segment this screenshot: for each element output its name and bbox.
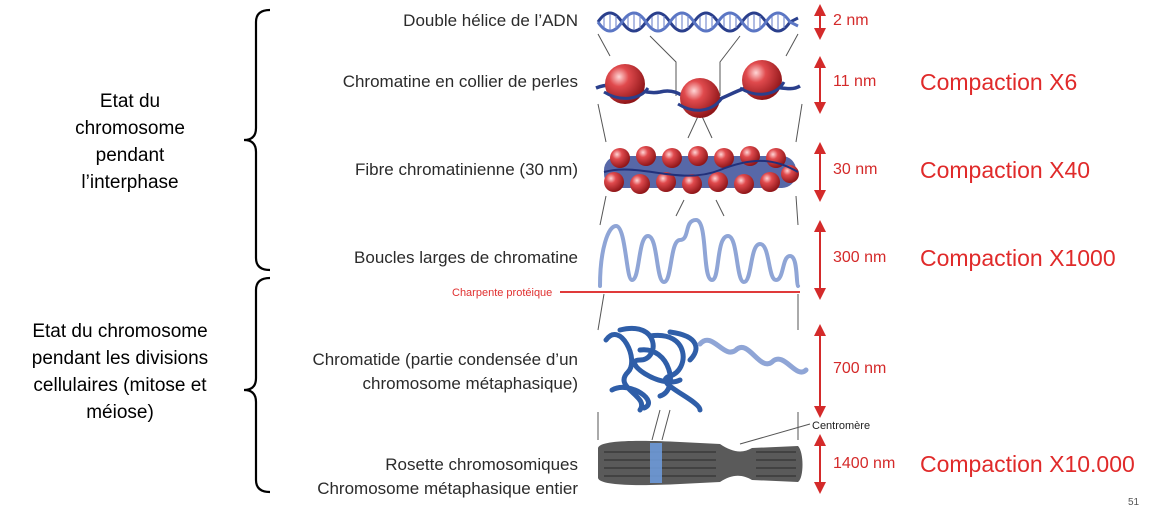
group-line: cellulaires (mitose et [33,375,207,396]
label-line: Chromatide (partie condensée d’un [312,350,578,369]
compaction-label: Compaction X10.000 [920,451,1135,477]
label-line: chromosome métaphasique) [362,374,578,393]
level-label-chromatid: Chromatide (partie condensée d’un chromo… [312,348,578,396]
chromatin-loops-icon [598,217,800,288]
brace-interphase [243,8,271,272]
size-label: 11 nm [833,73,877,90]
level-label-dna: Double hélice de l’ADN [403,11,578,30]
connector-lines [597,33,811,445]
level-label-beads: Chromatine en collier de perles [342,72,578,91]
size-label: 300 nm [833,249,887,266]
size-label: 700 nm [833,360,887,377]
group-line: pendant les divisions [31,348,209,369]
level-label-loops: Boucles larges de chromatine [354,248,578,267]
group-label-interphase: Etat du chromosome pendant l’interphase [45,88,215,196]
centromere-label: Centromère [812,420,871,432]
dna-helix-icon [596,11,799,33]
group-line: Etat du [99,91,161,112]
size-label: 30 nm [833,161,878,178]
brace-division [243,276,271,494]
page-number: 51 [1128,497,1140,508]
compaction-label: Compaction X6 [920,69,1078,95]
nucleosome-beads-icon [595,60,801,118]
size-label: 2 nm [833,12,869,29]
group-line: l’interphase [81,172,179,193]
group-label-division: Etat du chromosome pendant les divisions… [5,318,235,426]
group-line: pendant [95,145,165,166]
group-line: Etat du chromosome [32,321,208,342]
level-label-fiber: Fibre chromatinienne (30 nm) [355,160,578,179]
label-line: Rosette chromosomiques [385,455,578,474]
scaffold-label: Charpente protéique [452,287,553,299]
size-label: 1400 nm [833,455,896,472]
compaction-label: Compaction X40 [920,157,1091,183]
level-label-rosette: Rosette chromosomiques Chromosome métaph… [317,453,578,501]
chromatin-fiber-icon [603,146,799,194]
group-line: chromosome [75,118,185,139]
group-line: méiose) [86,402,154,423]
compaction-label: Compaction X1000 [920,245,1116,271]
chromatid-icon [603,325,809,413]
metaphase-chromosome-icon [598,440,803,486]
label-line: Chromosome métaphasique entier [317,479,578,498]
